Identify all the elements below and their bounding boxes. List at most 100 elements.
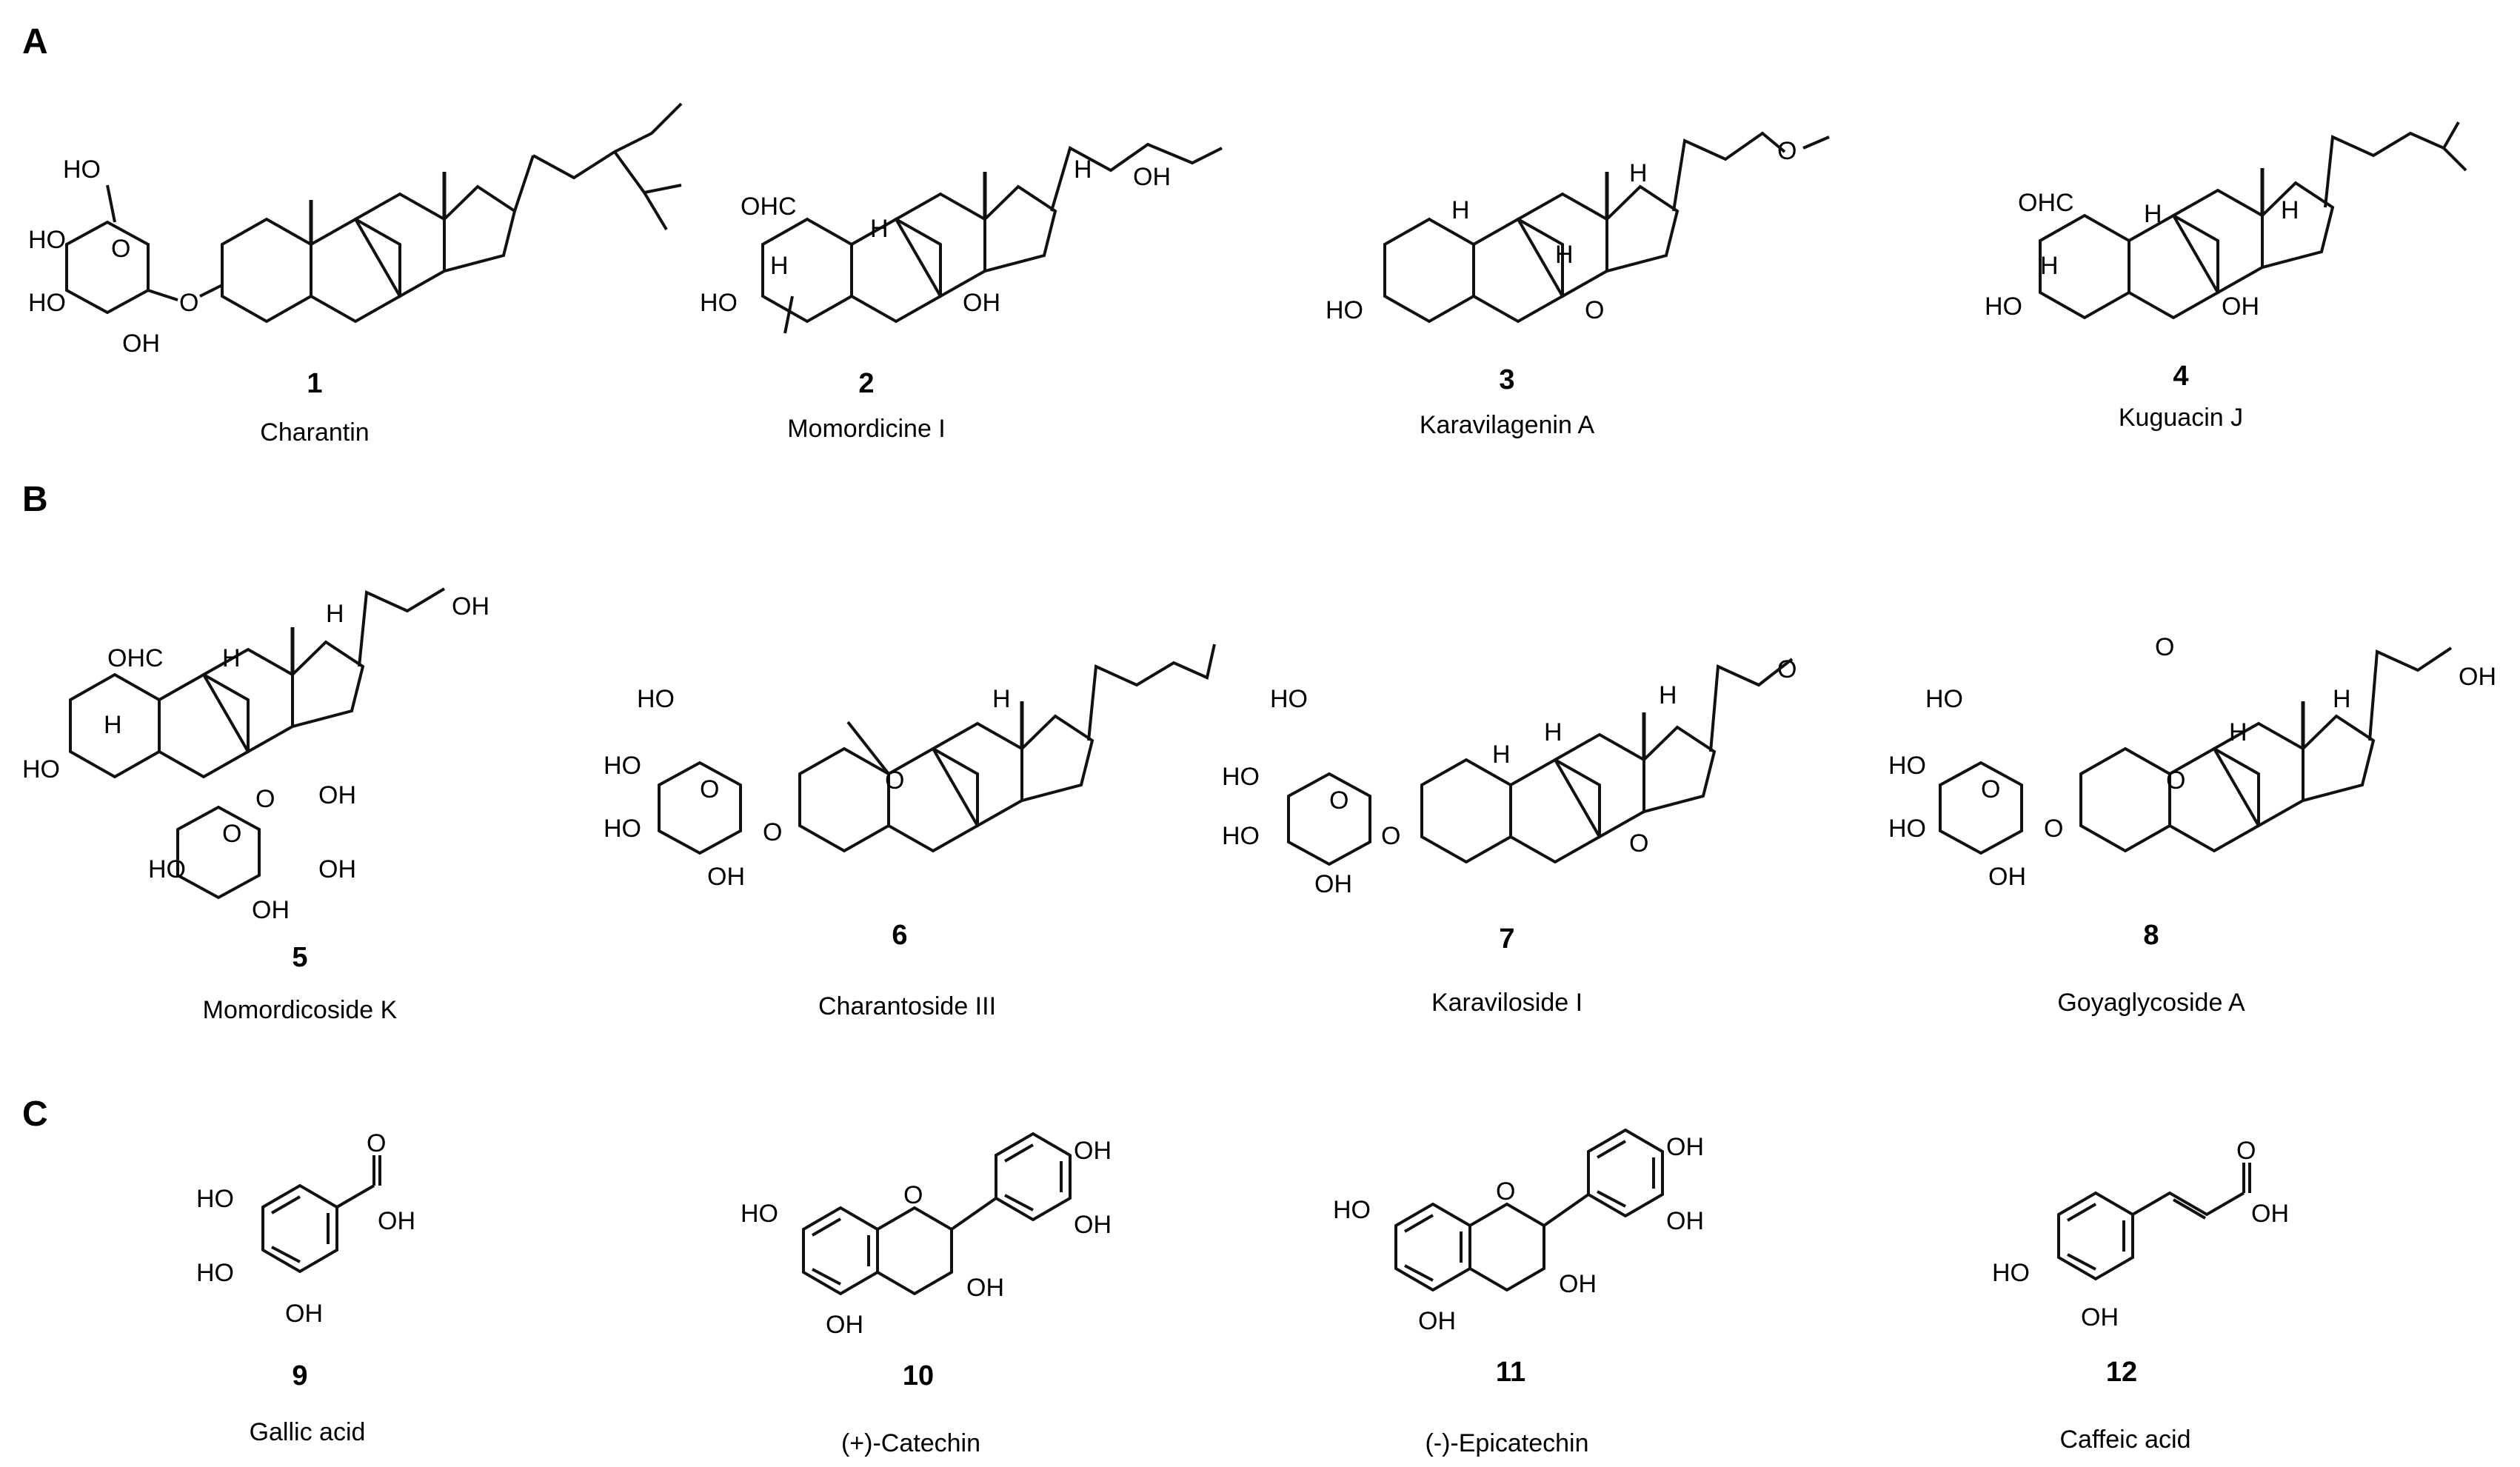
svg-text:HO: HO [1925,685,1963,713]
compound-number-8: 8 [2143,920,2159,951]
structure-2: HO OHC H H OH H OH [700,142,1223,334]
svg-text:OH: OH [318,855,356,883]
compound-number-5: 5 [292,942,307,973]
svg-text:OH: OH [1074,1137,1112,1165]
svg-text:OH: OH [963,289,1000,317]
svg-text:O: O [367,1129,386,1157]
svg-text:HO: HO [196,1185,234,1213]
svg-text:OH: OH [1133,163,1171,191]
compound-name-9: Gallic acid [250,1418,366,1446]
svg-text:OH: OH [707,863,745,891]
compound-number-10: 10 [903,1360,934,1391]
compound-name-11: (-)-Epicatechin [1425,1429,1588,1457]
svg-text:OH: OH [1559,1270,1597,1298]
svg-text:OH: OH [1666,1207,1704,1235]
structure-5: HO OHC H H H OH O O OH OH OH HO [22,587,489,924]
svg-text:HO: HO [637,685,675,713]
structure-11: O HO OH OH OH OH [1333,1129,1704,1335]
svg-text:HO: HO [22,755,60,783]
svg-text:OH: OH [1314,870,1352,898]
svg-text:H: H [870,215,889,243]
svg-text:O: O [763,818,782,846]
svg-text:HO: HO [148,855,186,883]
svg-text:O: O [1981,775,2000,803]
svg-text:HO: HO [604,815,641,843]
compound-name-2: Momordicine I [787,415,946,443]
svg-text:O: O [1629,829,1648,858]
svg-text:HO: HO [1985,293,2022,321]
compound-name-3: Karavilagenin A [1420,411,1595,439]
compound-name-7: Karaviloside I [1431,989,1582,1017]
svg-text:H: H [222,644,241,672]
structure-10: O HO OH OH OH OH [741,1132,1112,1339]
panel-label-a: A [22,22,48,61]
structure-6: O HO HO HO OH O O H [604,644,1216,891]
structure-1: O HO HO HO OH O [28,102,683,358]
svg-text:HO: HO [1222,822,1260,850]
svg-text:O: O [179,289,198,317]
svg-text:HO: HO [1992,1259,2030,1287]
svg-text:O: O [111,235,130,263]
svg-text:OH: OH [2081,1303,2119,1331]
svg-text:H: H [2281,196,2299,224]
compound-name-10: (+)-Catechin [841,1429,980,1457]
svg-text:O: O [1496,1177,1515,1206]
svg-text:OH: OH [122,330,160,358]
compound-number-9: 9 [292,1360,307,1391]
svg-text:H: H [1492,741,1511,769]
svg-text:OH: OH [1074,1211,1112,1239]
structure-12: O OH HO OH [1992,1137,2289,1331]
svg-text:OHC: OHC [741,193,797,221]
structure-3: HO H H H O O [1326,131,1830,324]
svg-text:H: H [1555,241,1574,269]
svg-text:H: H [770,252,789,280]
svg-text:OH: OH [826,1311,863,1339]
svg-text:HO: HO [1888,752,1926,780]
svg-text:H: H [2040,252,2059,280]
compound-number-3: 3 [1499,364,1514,395]
svg-text:HO: HO [28,289,66,317]
structure-9: O OH HO HO OH [196,1129,415,1328]
svg-text:OH: OH [2459,663,2496,691]
svg-text:H: H [2333,685,2351,713]
svg-text:O: O [2044,815,2063,843]
svg-text:O: O [2166,766,2185,795]
compound-number-12: 12 [2106,1357,2137,1388]
svg-text:H: H [104,711,122,739]
svg-text:O: O [1777,137,1797,165]
compound-name-12: Caffeic acid [2059,1426,2190,1454]
structure-4: HO OHC H H OH H [1985,121,2467,321]
svg-text:OH: OH [2222,293,2259,321]
svg-text:H: H [1074,156,1092,184]
compound-number-2: 2 [858,368,874,399]
structure-7: O HO HO HO OH O H H H O O [1222,655,1797,898]
svg-text:O: O [1381,822,1400,850]
svg-text:OHC: OHC [2018,189,2074,217]
compound-name-5: Momordicoside K [203,996,398,1024]
svg-text:HO: HO [1270,685,1308,713]
svg-text:OH: OH [378,1207,415,1235]
svg-text:OH: OH [966,1274,1004,1302]
svg-text:O: O [1585,296,1604,324]
compound-number-11: 11 [1496,1357,1525,1388]
svg-text:HO: HO [1333,1196,1371,1224]
svg-text:H: H [326,600,344,628]
structure-8: O HO HO HO OH O O O H H OH [1888,633,2496,891]
compound-name-8: Goyaglycoside A [2057,989,2245,1017]
svg-text:O: O [2236,1137,2256,1165]
svg-text:HO: HO [700,289,738,317]
compound-number-1: 1 [307,368,322,399]
compound-name-1: Charantin [260,418,369,447]
svg-text:O: O [903,1181,923,1209]
compound-number-7: 7 [1499,923,1514,955]
compound-name-4: Kuguacin J [2119,404,2243,432]
svg-text:HO: HO [1326,296,1363,324]
svg-text:O: O [1329,786,1348,815]
compound-name-6: Charantoside III [818,992,996,1020]
svg-text:HO: HO [1222,763,1260,791]
svg-text:H: H [2229,718,2247,746]
svg-text:O: O [222,820,241,848]
svg-text:H: H [2144,200,2162,228]
svg-text:HO: HO [604,752,641,780]
svg-text:HO: HO [1888,815,1926,843]
